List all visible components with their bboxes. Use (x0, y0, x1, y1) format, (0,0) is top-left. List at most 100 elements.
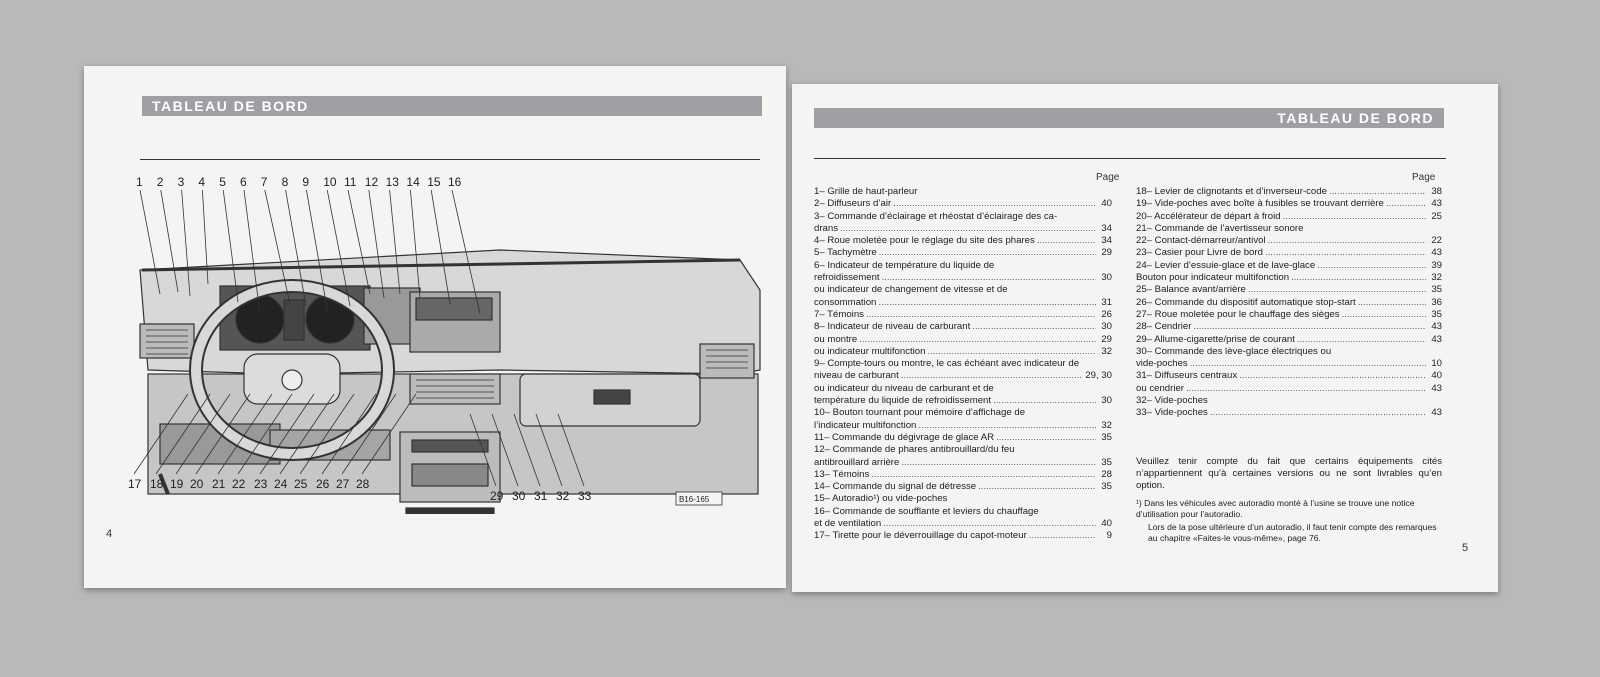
legend-item-text: antibrouillard arrière (814, 457, 1096, 469)
callout-number: 11 (344, 175, 357, 189)
legend-item: 9– Compte-tours ou montre, le cas échéan… (814, 358, 1112, 370)
callout-number: 24 (274, 477, 288, 491)
callout-number: 14 (406, 175, 420, 189)
callout-number: 32 (556, 489, 570, 503)
legend-item-text: 6– Indicateur de température du liquide … (814, 259, 995, 271)
callout-number: 13 (386, 175, 400, 189)
legend-item-text: ou indicateur multifonction (814, 346, 1096, 358)
leader-line (139, 189, 161, 295)
legend-item-text: 21– Commande de l’avertisseur sonore (1136, 222, 1304, 234)
callout-number: 29 (490, 489, 504, 503)
callout-number: 6 (240, 175, 247, 189)
legend-item-text: 23– Casier pour Livre de bord (1136, 247, 1426, 259)
legend-item: 12– Commande de phares antibrouillard/du… (814, 444, 1112, 456)
legend-item-text: 27– Roue moletée pour le chauffage des s… (1136, 309, 1426, 321)
legend-item-text: 8– Indicateur de niveau de carburant (814, 321, 1096, 333)
callout-number: 4 (198, 175, 205, 189)
legend-item: 25– Balance avant/arrière35 (1136, 284, 1442, 296)
legend-item-page: 25 (1431, 210, 1442, 222)
callout-number: 28 (356, 477, 370, 491)
section-header: TABLEAU DE BORD (142, 96, 762, 116)
legend-item-page: 30 (1101, 395, 1112, 407)
legend-item-page: 32 (1101, 345, 1112, 357)
legend-item-text: 26– Commande du dispositif automatique s… (1136, 297, 1426, 309)
leader-line (243, 189, 261, 315)
legend-item: 4– Roue moletée pour le réglage du site … (814, 235, 1112, 247)
legend-item: antibrouillard arrière35 (814, 457, 1112, 469)
leader-line (321, 393, 377, 475)
callout-number: 7 (261, 175, 268, 189)
legend-item-page: 26 (1101, 308, 1112, 320)
legend-item-page: 36 (1431, 296, 1442, 308)
legend-item: 21– Commande de l’avertisseur sonore (1136, 223, 1442, 235)
leader-line (155, 393, 211, 475)
legend-item: 1– Grille de haut-parleur (814, 186, 1112, 198)
legend-item: 5– Tachymètre 29 (814, 247, 1112, 259)
legend-item-page: 31 (1101, 296, 1112, 308)
legend-item: ou montre29 (814, 334, 1112, 346)
legend-item: drans34 (814, 223, 1112, 235)
callout-number: 9 (302, 175, 309, 189)
callout-number: 22 (232, 477, 246, 491)
legend-item-page: 30 (1101, 321, 1112, 333)
legend-item-page: 30 (1101, 272, 1112, 284)
right-page: TABLEAU DE BORD Page Page 1– Grille de h… (792, 84, 1498, 592)
callout-number: 33 (578, 489, 592, 503)
legend-item-page: 38 (1431, 186, 1442, 197)
leader-line (175, 393, 231, 475)
legend-item-page: 43 (1431, 382, 1442, 394)
legend-item-page: 22 (1431, 235, 1442, 247)
leader-line (181, 189, 191, 297)
legend-item-text: 14– Commande du signal de détresse (814, 481, 1096, 493)
leader-line (217, 393, 273, 475)
legend-item-page: 29 (1101, 247, 1112, 259)
leader-line (306, 189, 329, 315)
legend-item: 3– Commande d’éclairage et rhéostat d’éc… (814, 211, 1112, 223)
callout-number: 31 (534, 489, 548, 503)
legend-item-page: 43 (1431, 333, 1442, 345)
legend-item-page: 28 (1101, 468, 1112, 480)
legend-item: consommation31 (814, 297, 1112, 309)
legend-item-text: 20– Accélérateur de départ à froid (1136, 211, 1426, 223)
legend-item-page: 35 (1431, 308, 1442, 320)
legend-item-text: 3– Commande d’éclairage et rhéostat d’éc… (814, 210, 1058, 222)
legend-item: 8– Indicateur de niveau de carburant 30 (814, 321, 1112, 333)
legend-item: 31– Diffuseurs centraux40 (1136, 370, 1442, 382)
leader-line (451, 189, 481, 315)
header-rule (140, 159, 760, 160)
leader-lines (133, 189, 585, 487)
legend-item: 7– Témoins26 (814, 309, 1112, 321)
callout-number: 19 (170, 477, 184, 491)
legend-item-text: 10– Bouton tournant pour mémoire d’affic… (814, 407, 1026, 419)
legend-item-page: 32 (1101, 419, 1112, 431)
callout-number: 18 (150, 477, 164, 491)
legend-item: 24– Levier d’essuie-glace et de lave-gla… (1136, 260, 1442, 272)
legend-item-page: 10 (1431, 358, 1442, 370)
legend-item-page: 40 (1101, 198, 1112, 210)
leader-line (237, 393, 293, 475)
legend-item-text: 13– Témoins (814, 469, 1096, 481)
legend-item: 27– Roue moletée pour le chauffage des s… (1136, 309, 1442, 321)
legend-item-text: 19– Vide-poches avec boîte à fusibles se… (1136, 198, 1426, 210)
legend-item-page: 43 (1431, 247, 1442, 259)
legend-item: 2– Diffuseurs d’air40 (814, 198, 1112, 210)
legend-item: 13– Témoins 28 (814, 469, 1112, 481)
legend-item: 30– Commande des lève-glace électriques … (1136, 346, 1442, 358)
page-label-right: Page (1412, 172, 1436, 183)
legend-list-right: 18– Levier de clignotants et d’inverseur… (1136, 186, 1442, 420)
legend-item: 6– Indicateur de température du liquide … (814, 260, 1112, 272)
legend-item-page: 29, 30 (1085, 370, 1112, 382)
legend-item-text: 15– Autoradio¹) ou vide-poches (814, 493, 948, 505)
leader-line (222, 189, 239, 303)
page-label-left: Page (1096, 172, 1120, 183)
legend-item-text: 5– Tachymètre (814, 247, 1096, 259)
legend-item: 32– Vide-poches (1136, 395, 1442, 407)
legend-item-text: 22– Contact-démarreur/antivol (1136, 235, 1426, 247)
callout-number: 12 (365, 175, 379, 189)
legend-item-text: 11– Commande du dégivrage de glace AR (814, 432, 1096, 444)
legend-item-page: 35 (1101, 431, 1112, 443)
legend-item-page: 9 (1106, 530, 1112, 542)
callout-number: 21 (212, 477, 226, 491)
